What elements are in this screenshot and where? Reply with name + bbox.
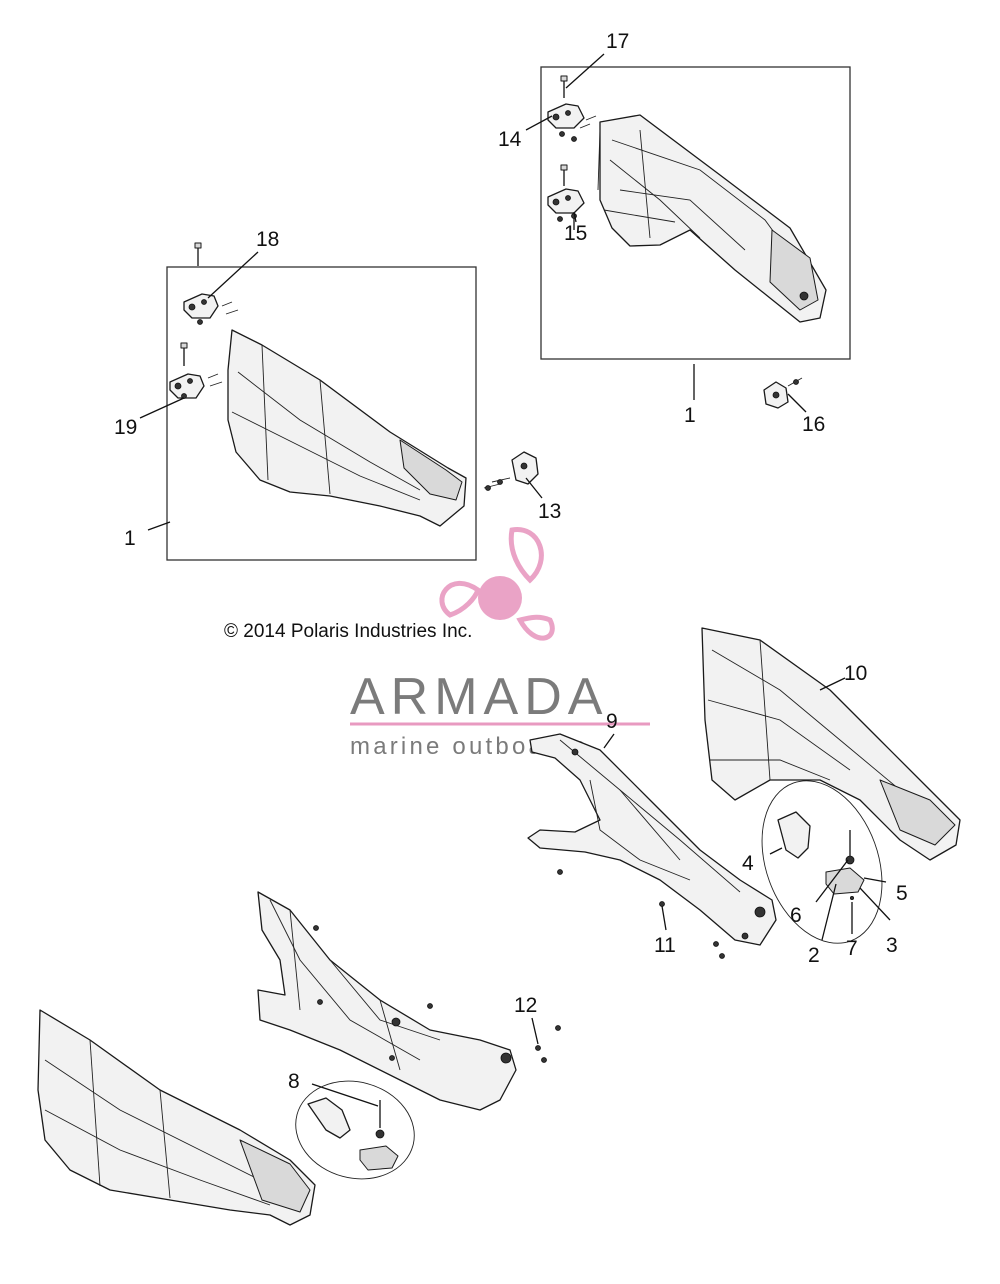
callout-4: 4 [742, 852, 754, 875]
callout-15: 15 [564, 222, 587, 245]
leader-lines [139, 53, 891, 1107]
callout-10: 10 [844, 662, 867, 685]
callout-6: 6 [790, 904, 802, 927]
callout-16: 16 [802, 413, 825, 436]
callout-7: 7 [846, 937, 858, 960]
latch-plate-13 [483, 451, 539, 491]
door-panel-assembly-left [227, 329, 467, 527]
callout-8: 8 [288, 1070, 300, 1093]
door-panel-right-10 [701, 627, 961, 861]
copyright-text: © 2014 Polaris Industries Inc. [224, 621, 472, 642]
hinge-upper-left-top [183, 242, 239, 325]
callout-9: 9 [606, 710, 618, 733]
hinge-upper-left-bottom [169, 342, 223, 399]
callout-12: 12 [514, 994, 537, 1017]
callout-3: 3 [886, 934, 898, 957]
assembly-box-upper-left [166, 266, 477, 561]
callout-19: 19 [114, 416, 137, 439]
door-frame-lower-left [257, 891, 517, 1111]
door-frame-assembly-right [597, 114, 827, 323]
callout-13: 13 [538, 500, 561, 523]
latch-assembly-right [761, 780, 883, 944]
door-panel-lower-left [37, 1009, 316, 1226]
door-frame-9 [527, 733, 777, 946]
watermark-propeller-logo [439, 527, 555, 641]
callout-17: 17 [606, 30, 629, 53]
fasteners-lower [313, 869, 725, 1063]
hinge-upper-right-bottom [547, 164, 585, 230]
callout-18: 18 [256, 228, 279, 251]
watermark-brand: ARMADA [350, 668, 608, 726]
callout-5: 5 [896, 882, 908, 905]
latch-plate-16 [763, 377, 803, 409]
callout-14: 14 [498, 128, 522, 151]
callout-1-left: 1 [124, 527, 136, 550]
callout-11: 11 [654, 934, 676, 957]
callout-labels: 17 14 15 1 16 18 19 1 13 9 10 4 5 6 2 7 … [114, 30, 908, 1093]
callout-2: 2 [808, 944, 820, 967]
latch-assembly-left [295, 1080, 415, 1180]
callout-1-right: 1 [684, 404, 696, 427]
assembly-box-upper-right [540, 66, 851, 360]
hinge-upper-right-top [547, 75, 597, 142]
